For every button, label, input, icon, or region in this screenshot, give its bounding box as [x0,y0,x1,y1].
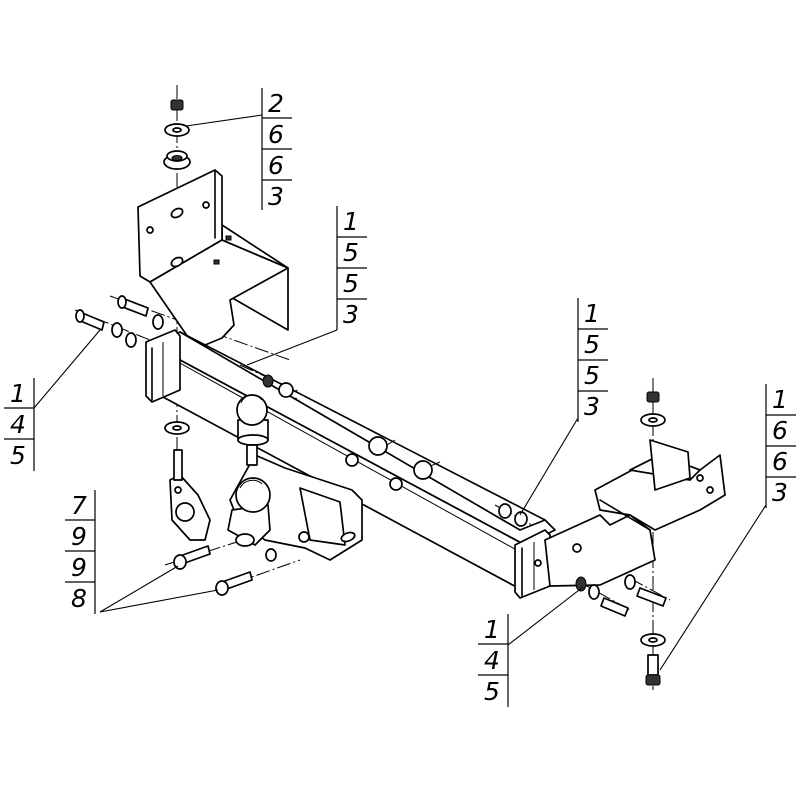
callout-number: 4 [484,646,500,675]
callout-number: 6 [772,447,788,476]
callout-bottom-right: 1 4 5 [478,614,509,707]
callout-number: 9 [71,553,87,582]
callout-number: 3 [343,300,359,329]
callout-right: 1 6 6 3 [765,384,796,508]
callout-number: 3 [268,182,284,211]
callout-number: 1 [343,207,359,236]
tow-ball-assembly [169,394,363,561]
callout-number: 4 [10,410,26,439]
fasteners [75,99,667,686]
callout-number: 7 [71,491,87,520]
callout-number: 5 [484,677,500,706]
callout-number: 8 [71,584,87,613]
callout-left-upper: 1 4 5 [4,378,35,471]
callout-number: 6 [268,120,284,149]
callout-number: 1 [584,299,600,328]
callout-mid-upper: 1 5 5 3 [336,206,367,330]
callout-number: 1 [484,615,500,644]
callout-number: 5 [584,361,600,390]
callout-left-lower: 7 9 9 8 [65,490,96,614]
callout-number: 9 [71,522,87,551]
callout-number: 3 [584,392,600,421]
callout-number: 6 [268,151,284,180]
callout-number: 2 [268,89,284,118]
callout-mid-right: 1 5 5 3 [577,298,608,422]
callout-top-center: 2 6 6 3 [261,88,292,211]
callout-number: 1 [10,379,26,408]
callout-number: 5 [343,238,359,267]
leader-lines [33,114,767,671]
callout-number: 1 [772,385,788,414]
callout-number: 6 [772,416,788,445]
callout-number: 5 [10,441,26,470]
callout-number: 5 [584,330,600,359]
callout-number: 3 [772,478,788,507]
right-mounting-bracket [534,439,726,587]
callout-number: 5 [343,269,359,298]
